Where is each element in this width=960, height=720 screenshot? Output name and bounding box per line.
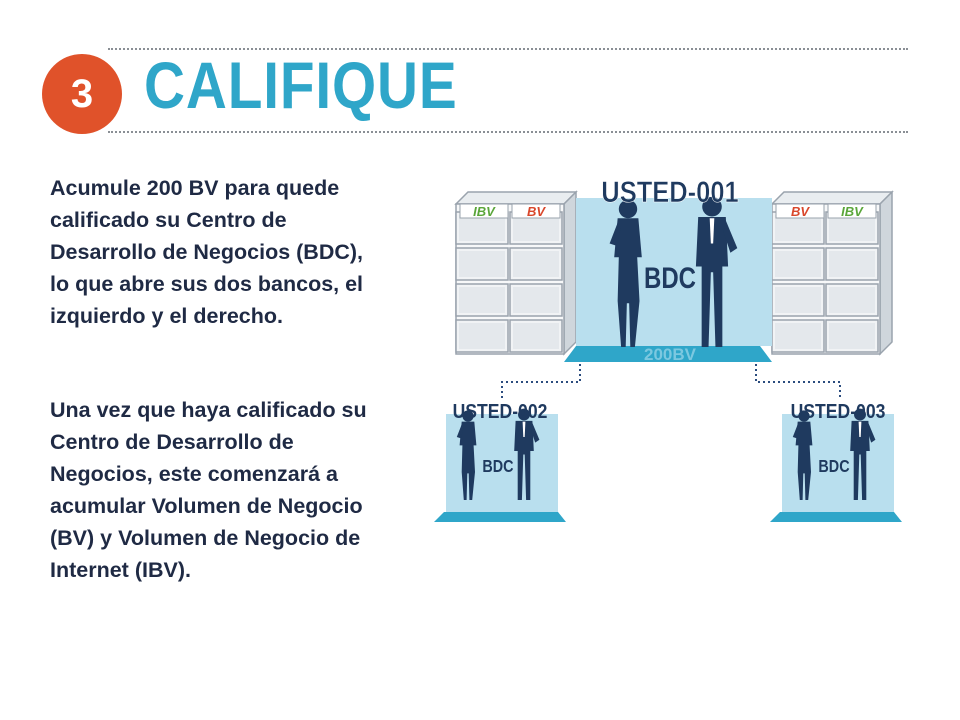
top-node-floor — [564, 346, 772, 362]
top-dotted-rule — [108, 48, 908, 50]
top-node-volume-label: 200BV — [644, 345, 697, 364]
bottom-dotted-rule — [108, 131, 908, 133]
right-node-bdc-label: BDC — [818, 457, 849, 477]
paragraph-qualify: Acumule 200 BV para quede calificado su … — [50, 176, 364, 328]
top-node-bdc-label: BDC — [644, 260, 696, 294]
top-node-panel — [576, 198, 772, 346]
bdc-diagram: IBV BV BV IBV BDC — [420, 160, 920, 530]
right-bank-tag-ibv: IBV — [841, 204, 864, 219]
right-node-name: USTED-003 — [791, 400, 886, 422]
connector-lines — [501, 364, 841, 398]
left-bank: IBV BV — [454, 190, 578, 356]
step-number-badge: 3 — [42, 54, 122, 134]
top-node-name: USTED-001 — [601, 175, 738, 208]
page-title: CALIFIQUE — [144, 48, 458, 122]
paragraph-accumulate: Una vez que haya calificado su Centro de… — [50, 398, 367, 582]
left-node-usted-002: BDC USTED-002 — [434, 400, 566, 522]
left-node-bdc-label: BDC — [482, 457, 513, 477]
top-node-usted-001: IBV BV BV IBV BDC — [454, 175, 894, 364]
connector-right — [755, 364, 841, 398]
left-bank-tag-ibv: IBV — [473, 204, 496, 219]
connector-left — [501, 364, 581, 398]
right-node-floor — [770, 512, 902, 522]
right-bank: BV IBV — [770, 190, 894, 356]
bdc-diagram-svg: IBV BV BV IBV BDC — [434, 175, 902, 522]
right-bank-tag-bv: BV — [791, 204, 810, 219]
left-node-floor — [434, 512, 566, 522]
right-node-usted-003: BDC USTED-003 — [770, 400, 902, 522]
left-bank-tag-bv: BV — [527, 204, 546, 219]
left-node-name: USTED-002 — [453, 400, 548, 422]
